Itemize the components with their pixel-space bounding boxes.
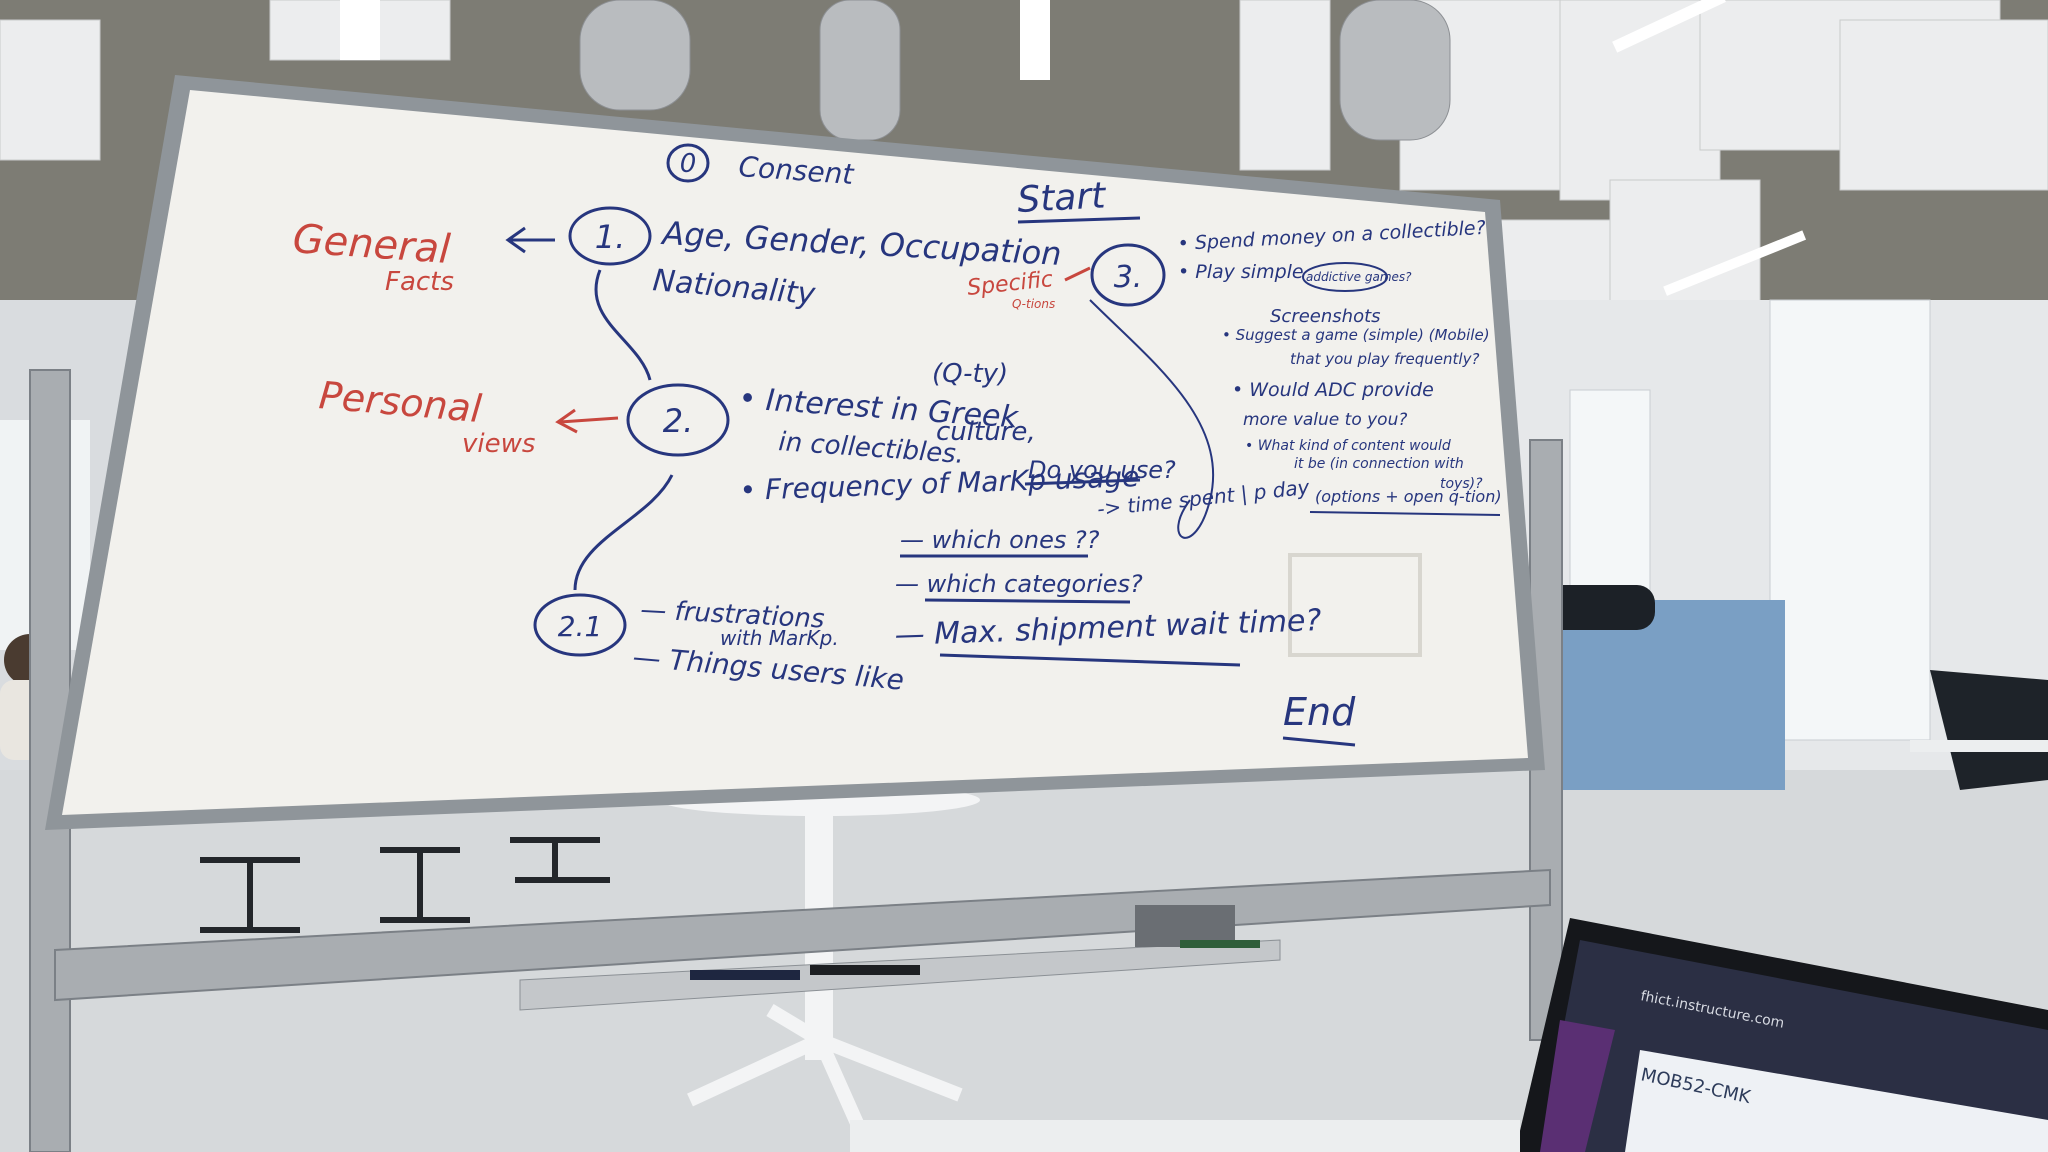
step3-circle (1090, 243, 1166, 307)
step3-arrow (1064, 266, 1091, 282)
do-you-use: Do you use? (1028, 456, 1176, 484)
laptop-page (1625, 1050, 2048, 1152)
step2-qty: (Q-ty) (932, 359, 1008, 389)
ceiling-panels (0, 0, 2048, 321)
which-categories: — which categories? (895, 570, 1143, 598)
foreground-desk (850, 1120, 1520, 1152)
addictive-circle (1302, 262, 1388, 292)
erased-smudge (1288, 553, 1422, 657)
desk-right (1910, 740, 2048, 752)
step0-number: 0 (680, 149, 697, 179)
which-ones: — which ones ?? (900, 526, 1100, 554)
step3-item-7: • Would ADC provide (1232, 379, 1434, 401)
chair-right (1930, 670, 2048, 790)
blue-partition (1540, 600, 1785, 790)
step21-circle (533, 593, 627, 657)
step2-arrow (555, 408, 619, 434)
ceiling-ducts (579, 0, 1451, 141)
step0-label: Consent (738, 150, 856, 191)
step3-item-4: Screenshots (1270, 306, 1381, 327)
step3-item-6: that you play frequently? (1290, 350, 1479, 368)
window-right (1769, 299, 1931, 741)
green-marker (1180, 940, 1260, 948)
step3-item-11: toys)? (1440, 476, 1483, 492)
interest-line2: culture, (936, 417, 1036, 447)
step3-item-2: • Play simple (1178, 261, 1304, 283)
desk-chairs-left (200, 837, 610, 933)
black-marker (810, 965, 920, 975)
options-underline (1309, 511, 1501, 516)
do-you-use-underline (1024, 478, 1141, 486)
connector-2-21 (573, 474, 674, 591)
general-facts-line1: General (291, 216, 451, 273)
step3-item-9: • What kind of content would (1245, 438, 1451, 454)
step3-item-8: more value to you? (1243, 410, 1407, 430)
step2-circle (626, 383, 730, 457)
step3-item-3: addictive games? (1306, 270, 1412, 284)
table-base (687, 1003, 963, 1133)
step3-item-5: • Suggest a game (simple) (Mobile) (1222, 326, 1490, 344)
step0-circle (666, 143, 710, 183)
end-underline (1282, 736, 1356, 747)
step1-arrow (505, 226, 555, 254)
jacket-on-partition (1545, 585, 1655, 630)
connector-3 (1089, 299, 1215, 539)
step1-number: 1. (595, 218, 626, 256)
step2-number: 2. (663, 402, 694, 440)
general-facts-line2: Facts (385, 267, 454, 297)
which-categories-underline (924, 598, 1131, 604)
step3-item-12: (options + open q-tion) (1315, 487, 1502, 506)
laptop-sidebar (1540, 1020, 1615, 1152)
blue-marker (690, 970, 800, 980)
connector-1-2 (594, 269, 652, 381)
frustrations-line2: with MarKp. (720, 626, 839, 650)
window-middle (1569, 389, 1651, 591)
whiteboard-surface (62, 90, 1528, 815)
ceiling-lights (340, 0, 1807, 296)
whiteboard-stand (29, 369, 1563, 1152)
step21-number: 2.1 (558, 610, 603, 643)
step3-item-10: it be (in connection with (1294, 456, 1464, 472)
max-shipment-underline (939, 653, 1241, 667)
end-label: End (1283, 690, 1356, 734)
start-label: Start (1016, 175, 1108, 221)
personal-views-line2: views (462, 429, 535, 459)
step1-circle (568, 206, 652, 266)
specific-line2: Q-tions (1012, 297, 1055, 311)
step3-number: 3. (1114, 260, 1143, 295)
start-underline (1017, 216, 1141, 224)
